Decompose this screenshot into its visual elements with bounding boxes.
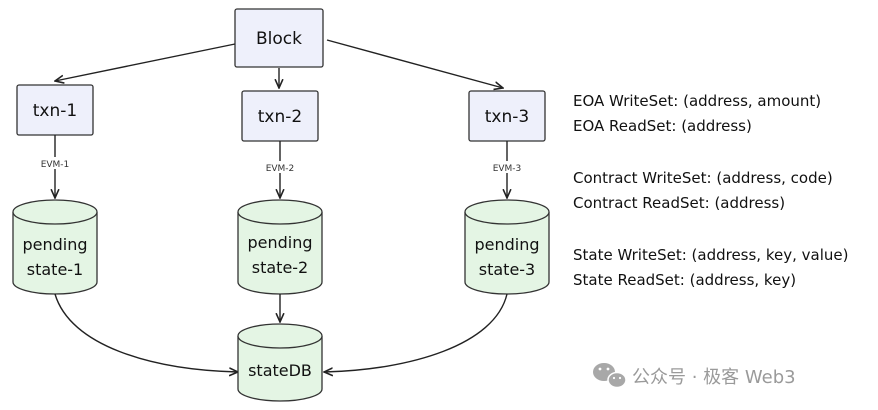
legend-eoa-readset: EOA ReadSet: (address)	[573, 117, 752, 135]
pending-state-2-line1: pending	[247, 233, 312, 252]
pending-state-2-line2: state-2	[252, 258, 308, 277]
statedb-label: stateDB	[248, 361, 312, 380]
block-label: Block	[256, 29, 302, 49]
txn-1-label: txn-1	[33, 101, 77, 121]
evm-1-label-bg	[36, 157, 74, 169]
block-node: Block	[234, 8, 324, 68]
legend-eoa-writeset: EOA WriteSet: (address, amount)	[573, 92, 821, 110]
pending-state-2-cylinder: pending state-2	[237, 199, 323, 295]
pending-to-statedb-arrows	[54, 293, 508, 372]
statedb-body	[237, 336, 323, 402]
legend-state-readset: State ReadSet: (address, key)	[573, 271, 796, 289]
arrow-block-txn-1	[55, 43, 236, 81]
wechat-icon	[593, 363, 627, 389]
pending-state-3-line1: pending	[474, 235, 539, 254]
arrow-pending-3-statedb	[324, 293, 508, 372]
evm-2-label: EVM-2	[266, 164, 295, 174]
pending-state-3-cylinder: pending state-3	[464, 199, 550, 295]
txn-2-node: txn-2	[241, 90, 319, 142]
block-box	[234, 8, 324, 68]
statedb-cylinder: stateDB	[237, 323, 323, 402]
txn-3-label: txn-3	[485, 107, 529, 127]
txn-2-label: txn-2	[258, 107, 302, 127]
evm-3-label: EVM-3	[493, 164, 522, 174]
txn-1-node: txn-1	[16, 84, 94, 136]
evm-2-label-bg	[261, 161, 299, 173]
statedb-top	[237, 323, 323, 349]
block-to-txn-arrows	[55, 39, 503, 88]
pending-state-3-top	[464, 199, 550, 225]
legend-contract-writeset: Contract WriteSet: (address, code)	[573, 169, 833, 187]
legend-state-writeset: State WriteSet: (address, key, value)	[573, 246, 848, 264]
pending-state-1-body	[12, 212, 98, 295]
evm-3-label-bg	[488, 161, 526, 173]
pending-state-1-top	[12, 199, 98, 225]
pending-state-1-cylinder: pending state-1	[12, 199, 98, 295]
pending-state-1-line2: state-1	[27, 260, 83, 279]
watermark-text: 公众号 · 极客 Web3	[632, 367, 796, 388]
evm-1-label: EVM-1	[41, 160, 70, 170]
txn-3-node: txn-3	[468, 90, 546, 142]
pending-state-3-body	[464, 212, 550, 295]
legend-contract-readset: Contract ReadSet: (address)	[573, 194, 785, 212]
arrow-pending-1-statedb	[54, 293, 238, 372]
pending-state-2-top	[237, 199, 323, 225]
pending-state-2-body	[237, 212, 323, 295]
pending-state-1-line1: pending	[22, 235, 87, 254]
pending-state-3-line2: state-3	[479, 260, 535, 279]
arrow-block-txn-3	[326, 39, 503, 88]
legend: EOA WriteSet: (address, amount) EOA Read…	[573, 92, 848, 289]
watermark: 公众号 · 极客 Web3	[593, 363, 796, 389]
